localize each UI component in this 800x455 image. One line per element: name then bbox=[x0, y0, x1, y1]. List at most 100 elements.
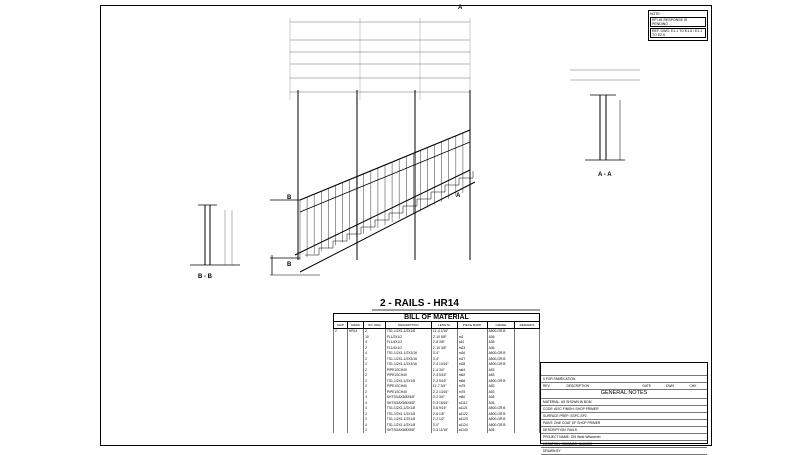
bom-cell: 2'-4 13/16" bbox=[430, 361, 458, 367]
stringer bbox=[294, 169, 471, 256]
bom-cell bbox=[346, 339, 365, 345]
bom-cell bbox=[514, 383, 540, 389]
bom-cell: m75 bbox=[456, 389, 488, 395]
title-block-row: PAINT: ONE COAT OF SHOP PRIMER bbox=[541, 420, 707, 427]
bom-title: BILL OF MATERIAL bbox=[333, 313, 540, 321]
bom-cell: m80 bbox=[456, 394, 488, 400]
bom-cell: 11'-4 1/16" bbox=[430, 328, 458, 334]
bom-cell bbox=[346, 411, 365, 417]
general-notes-heading: GENERAL NOTES bbox=[541, 390, 707, 399]
bom-cell bbox=[346, 356, 365, 362]
bom-cell: 2'-10 3/8" bbox=[430, 345, 458, 351]
bom-cell bbox=[514, 422, 540, 428]
bom-cell bbox=[346, 389, 365, 395]
bom-cell: 2'-10 5/8" bbox=[430, 334, 458, 340]
bom-cell bbox=[346, 416, 365, 422]
bom-cell bbox=[346, 372, 365, 378]
bom-cell: 3'-4" bbox=[430, 350, 458, 356]
bom-header: PIECE MARK bbox=[456, 321, 488, 329]
title-block-row: MATERIAL: AS SHOWN IN BOM bbox=[541, 399, 707, 406]
revision-row: 0 FOR FABRICATION bbox=[541, 376, 707, 383]
bom-cell bbox=[514, 367, 540, 373]
drawing-title: 2 - RAILS - HR14 bbox=[380, 298, 459, 309]
bom-cell: 3'-4" bbox=[430, 356, 458, 362]
bom-cell: m64 bbox=[456, 367, 488, 373]
bom-cell bbox=[514, 345, 540, 351]
bom-cell bbox=[514, 411, 540, 417]
bom-cell bbox=[514, 416, 540, 422]
bom-cell bbox=[514, 394, 540, 400]
bom-cell bbox=[346, 350, 365, 356]
bom-cell bbox=[346, 405, 365, 411]
bom-cell bbox=[346, 394, 365, 400]
bom-cell bbox=[514, 356, 540, 362]
title-block-row: SURFACE PREP: SSPC-SP2 bbox=[541, 413, 707, 420]
bom-cell: 0'-2 3/4" bbox=[430, 394, 458, 400]
bom-cell bbox=[514, 389, 540, 395]
bom-cell bbox=[346, 345, 365, 351]
drawing-sheet-border bbox=[100, 5, 712, 446]
bom-cell: a1124 bbox=[456, 422, 488, 428]
revision-header-cell: DWN bbox=[666, 384, 674, 388]
bom-cell bbox=[514, 334, 540, 340]
revision-header-cell: REV bbox=[543, 384, 550, 388]
bom-cell: m26 bbox=[456, 350, 488, 356]
stringer-bottom bbox=[299, 181, 476, 273]
bom-cell: 2'-2 1/2" bbox=[430, 416, 458, 422]
bom-cell: A36 bbox=[486, 427, 516, 433]
bom-cell: 2'-2 13/16" bbox=[430, 389, 458, 395]
title-block-row: CODE: AISC FINISH: SHOP PRIMER bbox=[541, 406, 707, 413]
notes-box: NOTE: RFI #4 RESPONSE IS PENDING REF. DW… bbox=[648, 10, 708, 41]
bom-cell: 0'-3 15/16" bbox=[430, 400, 458, 406]
bom-cell: 2'-6 1/8" bbox=[430, 411, 458, 417]
title-block-row: DESCRIPTION: RAILS bbox=[541, 427, 707, 434]
bom-header: REMARKS bbox=[514, 321, 540, 329]
bom-cell: a1121 bbox=[456, 405, 488, 411]
notes-header: NOTE: bbox=[650, 12, 661, 16]
bom-cell bbox=[514, 405, 540, 411]
bom-cell bbox=[514, 328, 540, 334]
bom-cell: 3'-0" bbox=[430, 422, 458, 428]
bom-cell: m23 bbox=[456, 345, 488, 351]
section-marker-a-bottom: A bbox=[456, 193, 461, 199]
bom-cell bbox=[346, 427, 365, 433]
bom-cell: 2 bbox=[363, 427, 386, 433]
title-block-row: DRAWN BY bbox=[541, 448, 707, 455]
bom-cell: 2'-4 5/16" bbox=[430, 372, 458, 378]
bom-cell: m2 bbox=[456, 334, 488, 340]
bom-cell bbox=[346, 383, 365, 389]
bom-cell: 0'-3 11/16" bbox=[430, 427, 458, 433]
bom-cell bbox=[514, 427, 540, 433]
revision-header-cell: CHK bbox=[689, 384, 697, 388]
bom-cell: a1140 bbox=[456, 427, 488, 433]
bom-header: LENGTH bbox=[430, 321, 458, 329]
bom-cell: a1122 bbox=[456, 411, 488, 417]
bom-cell: m66 bbox=[456, 378, 488, 384]
bom-cell: SHTSGAX5/8X5/8" bbox=[384, 427, 432, 433]
title-block-row: PROJECT NAME: 225 West Wisconsin bbox=[541, 434, 707, 441]
bom-cell: a10 bbox=[456, 339, 488, 345]
bom-cell bbox=[346, 361, 365, 367]
bom-cell: 2'-2 9/16" bbox=[430, 378, 458, 384]
bom-cell: a1123 bbox=[456, 416, 488, 422]
bom-cell bbox=[514, 372, 540, 378]
revision-header-cell: DATE bbox=[642, 384, 652, 388]
bom-cell bbox=[514, 350, 540, 356]
bom-cell: m62 bbox=[456, 372, 488, 378]
